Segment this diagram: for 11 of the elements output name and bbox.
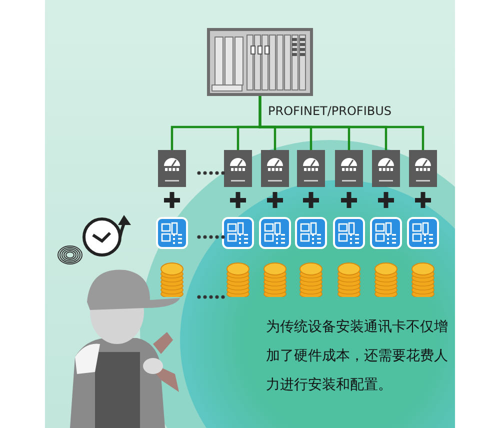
field-device-picture <box>261 150 289 187</box>
field-device-picture <box>297 150 325 187</box>
field-device-picture <box>224 150 252 187</box>
bus-label: PROFINET/PROFIBUS <box>268 104 392 118</box>
field-device-picture <box>409 150 437 187</box>
field-device-picture <box>158 150 186 187</box>
field-device-picture <box>335 150 363 187</box>
controller-rack-picture <box>207 28 313 96</box>
caption-text: 为传统设备安装通讯卡不仅增加了硬件成本，还需要花费人力进行安装和配置。 <box>266 318 448 395</box>
bus-line <box>258 96 424 150</box>
field-device-picture <box>372 150 400 187</box>
